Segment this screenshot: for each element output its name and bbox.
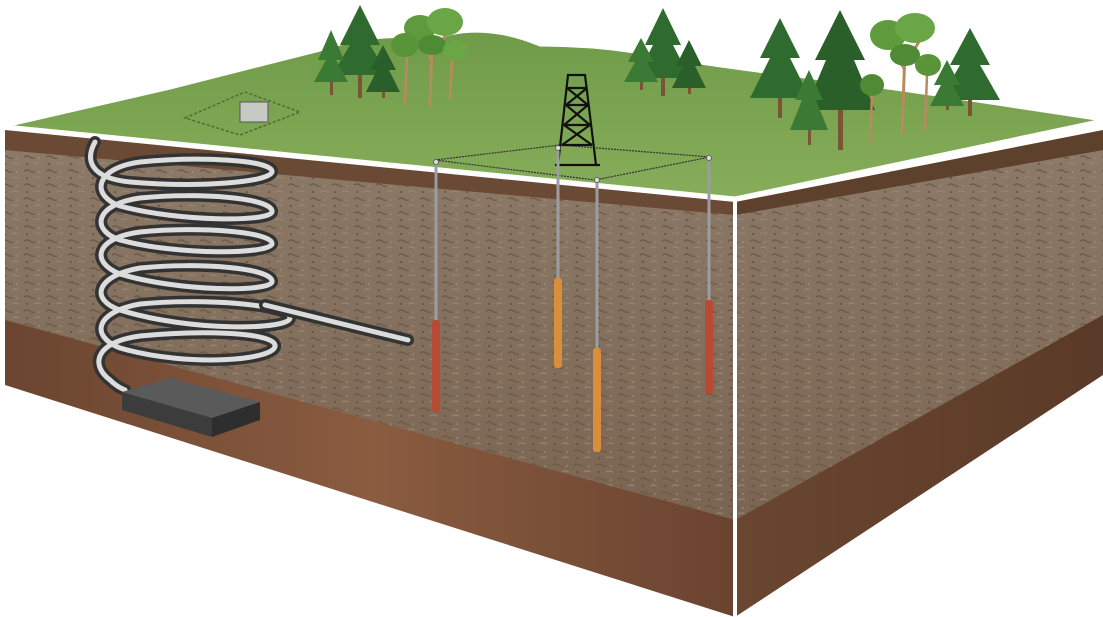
vertical-probes	[432, 145, 713, 452]
frame-edges	[4, 126, 1103, 617]
pine-tree	[332, 5, 388, 98]
drill-tower	[555, 73, 600, 167]
pine-tree	[624, 38, 658, 90]
shed	[182, 91, 303, 136]
slinky-coil	[84, 136, 414, 396]
probe	[705, 155, 713, 394]
pine-tree	[790, 70, 828, 145]
probe	[432, 159, 440, 412]
leaf-tree	[870, 13, 935, 136]
pine-tree	[930, 60, 964, 110]
leaf-tree	[915, 54, 941, 131]
leaf-tree	[443, 40, 467, 101]
buried-enclosure	[122, 378, 260, 437]
leaf-tree	[404, 8, 463, 106]
probe	[593, 177, 601, 452]
pine-tree	[750, 18, 810, 118]
pine-tree	[672, 40, 706, 94]
forest	[314, 5, 1000, 150]
pine-tree	[805, 10, 875, 150]
leaf-tree	[860, 74, 884, 146]
pine-tree	[366, 45, 400, 98]
leaf-tree	[391, 33, 419, 106]
probe	[554, 145, 562, 368]
ground-surface	[4, 29, 1103, 200]
pine-tree	[314, 30, 348, 95]
